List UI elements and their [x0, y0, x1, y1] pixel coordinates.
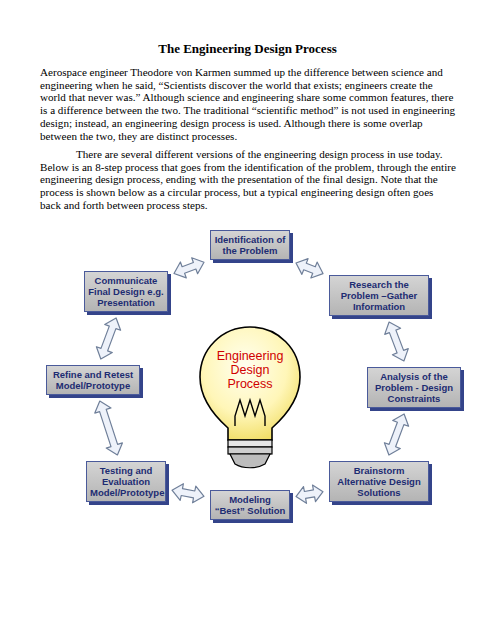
- double-arrow: [172, 484, 204, 503]
- process-box: Communicate Final Design e.g. Presentati…: [84, 271, 168, 312]
- process-box: Refine and Retest Model/Prototype: [46, 365, 140, 395]
- double-arrow: [296, 485, 323, 503]
- lightbulb-shape: Engineering Design Process: [195, 322, 305, 472]
- double-arrow: [384, 414, 408, 455]
- box-label: Research the Problem –Gather Information: [333, 279, 425, 312]
- box-label: Communicate Final Design e.g. Presentati…: [88, 275, 164, 308]
- page-title: The Engineering Design Process: [0, 41, 495, 57]
- box-label: Identification of the Problem: [214, 234, 286, 256]
- process-box: Research the Problem –Gather Information: [329, 275, 429, 316]
- double-arrow: [96, 318, 120, 359]
- body-paragraph: There are several different versions of …: [40, 148, 456, 212]
- bulb-label: Engineering Design Process: [207, 349, 293, 391]
- box-label: Refine and Retest Model/Prototype: [50, 369, 136, 391]
- process-box: Modeling “Best” Solution: [210, 490, 290, 520]
- process-box: Analysis of the Problem - Design Constra…: [367, 367, 461, 408]
- box-label: Brainstorm Alternative Design Solutions: [333, 465, 425, 498]
- box-label: Analysis of the Problem - Design Constra…: [371, 371, 457, 404]
- double-arrow: [296, 259, 323, 278]
- body-paragraph: Aerospace engineer Theodore von Karmen s…: [40, 66, 456, 142]
- box-label: Modeling “Best” Solution: [214, 494, 286, 516]
- process-box: Brainstorm Alternative Design Solutions: [329, 461, 429, 502]
- process-box: Identification of the Problem: [210, 230, 290, 260]
- lightbulb-outline: [195, 322, 305, 472]
- double-arrow: [95, 401, 123, 455]
- box-label: Testing and Evaluation Model/Prototype: [90, 465, 162, 498]
- process-box: Testing and Evaluation Model/Prototype: [86, 461, 166, 502]
- double-arrow: [174, 258, 204, 278]
- double-arrow: [385, 322, 409, 361]
